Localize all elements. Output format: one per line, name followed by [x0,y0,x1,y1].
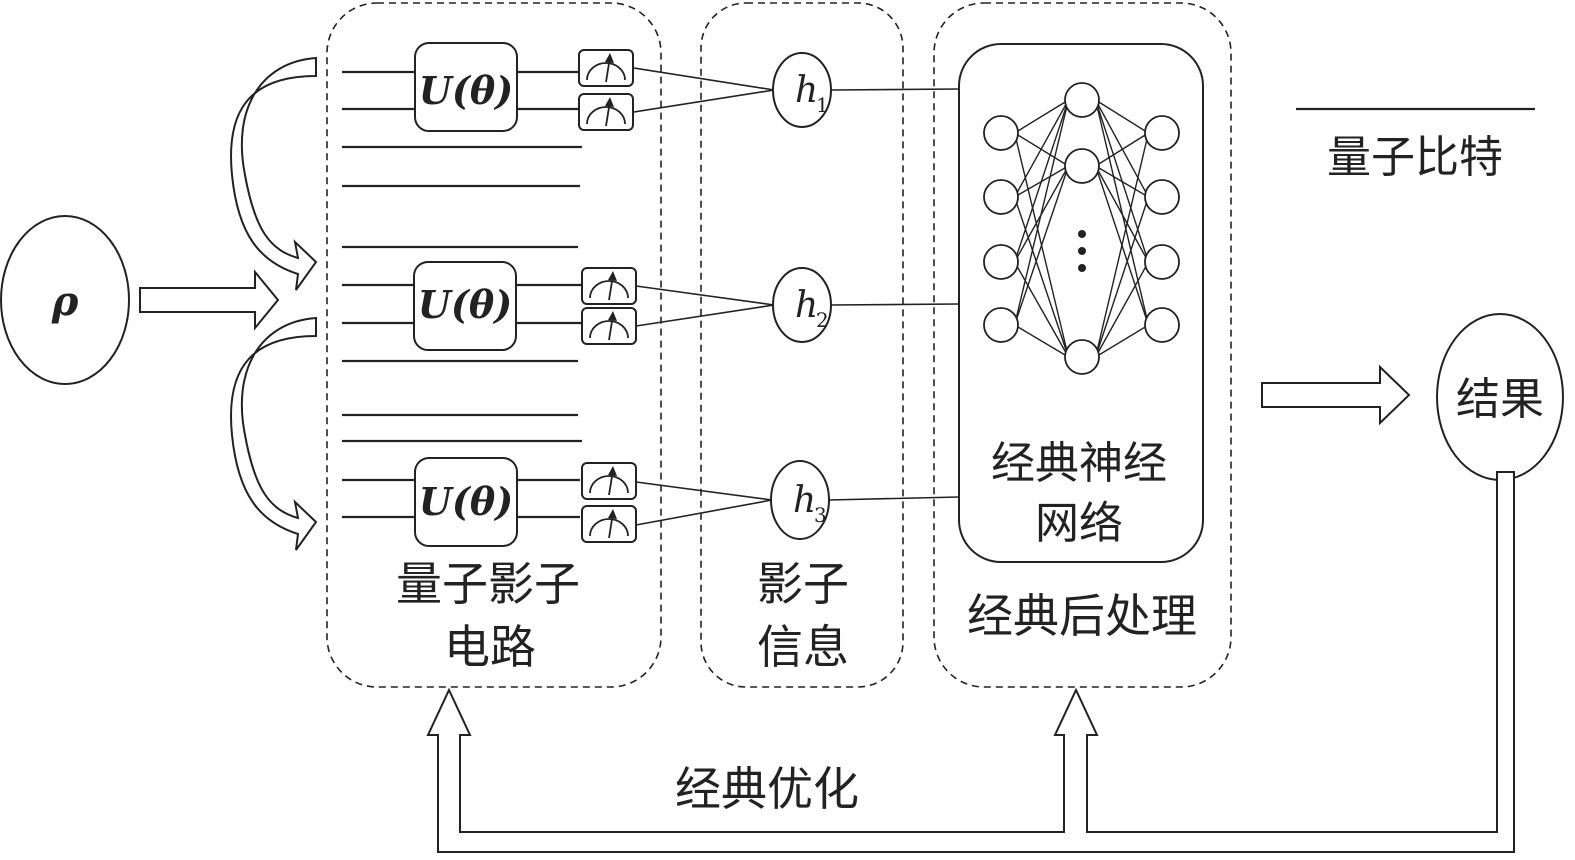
nn-neuron [1144,244,1180,280]
nn-edge [1095,324,1149,358]
legend-qubit-label: 量子比特 [1327,132,1503,183]
nn-ellipsis-icon [1078,230,1086,272]
nn-label-line1: 经典神经 [991,438,1167,489]
gate-1: U(θ) [414,42,518,132]
measurement-icon [581,267,637,305]
input-state-label: ρ [51,278,79,325]
nn-edge [1094,99,1150,326]
nn-edge [1094,165,1150,263]
svg-text:h: h [795,285,818,326]
panel-shadow-info [700,2,904,688]
svg-text:U(θ): U(θ) [419,479,513,524]
svg-text:U(θ): U(θ) [418,282,512,327]
panel-label-circuit-line1: 量子影子 [396,557,580,611]
nn-neuron [1144,307,1180,343]
hidden-node-2: h 2 [772,267,832,343]
gate-3: U(θ) [414,457,518,547]
measurement-links [633,67,775,526]
measurement-icon [581,505,637,543]
hidden-node-3: h 3 [770,460,830,540]
nn-edge [1013,99,1070,326]
qubit-wires [342,70,582,519]
nn-neuron [1064,82,1100,118]
nn-edge [1013,99,1070,263]
svg-text:U(θ): U(θ) [419,68,513,113]
measurement-icon [578,49,634,87]
nn-edge [1013,196,1070,358]
curved-arrow-top [230,56,318,291]
nn-neuron [1144,115,1180,151]
measurement-icon [581,307,637,345]
panel-label-shadow-line1: 影子 [757,557,849,611]
gate-2: U(θ) [413,261,517,351]
nn-edge [1094,99,1150,198]
panel-postprocess [933,2,1232,688]
svg-text:2: 2 [816,308,829,332]
nn-edge [1014,324,1069,358]
hidden-node-1: h 1 [772,52,832,128]
neural-network-box [958,43,1204,563]
measurement-icon [578,93,634,131]
measurement-icon [581,462,637,500]
panel-quantum-shadow-circuit [326,2,662,688]
nn-edge [1014,99,1069,134]
nn-neuron [1064,148,1100,184]
nn-edge [1013,165,1070,326]
panel-label-postprocess: 经典后处理 [967,589,1197,643]
nn-neuron [1064,339,1100,375]
result-arrow [1261,364,1411,426]
svg-text:h: h [793,480,816,521]
nn-neuron [983,307,1019,343]
optimization-label: 经典优化 [675,762,859,816]
svg-text:3: 3 [814,503,827,527]
nn-edge [1094,196,1150,358]
nn-neuron [983,179,1019,215]
panel-label-circuit-line2: 电路 [444,620,536,674]
hidden-to-nn-links [828,88,960,501]
nn-edge [1094,261,1150,358]
nn-edge [1095,132,1149,167]
input-arrow [139,269,280,331]
neural-network-graph [983,82,1180,375]
nn-edge [1095,99,1149,134]
result-label: 结果 [1456,374,1544,425]
nn-edge [1095,165,1149,198]
nn-neuron [983,244,1019,280]
nn-edge [1013,99,1070,198]
curved-arrow-bottom [230,316,318,551]
nn-edge [1094,132,1150,358]
svg-text:1: 1 [816,93,829,117]
panel-label-shadow-line2: 信息 [757,620,849,674]
svg-text:h: h [795,70,818,111]
feedback-loop [426,471,1515,853]
nn-edge [1013,261,1070,358]
input-state-node [0,215,130,385]
nn-label-line2: 网络 [1035,498,1123,549]
nn-neuron [1144,179,1180,215]
nn-neuron [983,115,1019,151]
